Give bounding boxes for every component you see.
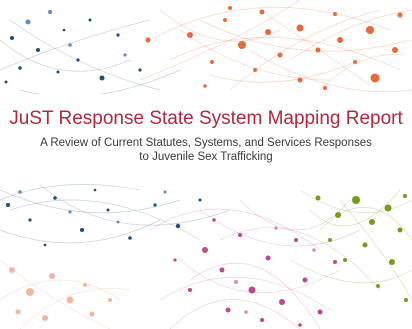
pink-cluster-links [149, 199, 381, 329]
navy-cluster-links [0, 19, 231, 244]
blue-cluster-nodes [18, 10, 167, 224]
pink-cluster-nodes [173, 218, 337, 327]
navy-cluster-nodes [4, 18, 202, 247]
title-band [0, 94, 412, 180]
peach-cluster-nodes [9, 267, 112, 321]
green-cluster-links [289, 189, 412, 301]
orange-cluster-links [139, 0, 412, 92]
peach-cluster-links [0, 259, 131, 329]
light-pink-cluster-nodes [234, 226, 316, 314]
report-title: JuST Response State System Mapping Repor… [9, 108, 403, 129]
report-subtitle: A Review of Current Statutes, Systems, a… [40, 137, 372, 163]
orange-cluster-nodes [145, 6, 403, 90]
green-cluster-nodes [315, 194, 408, 302]
